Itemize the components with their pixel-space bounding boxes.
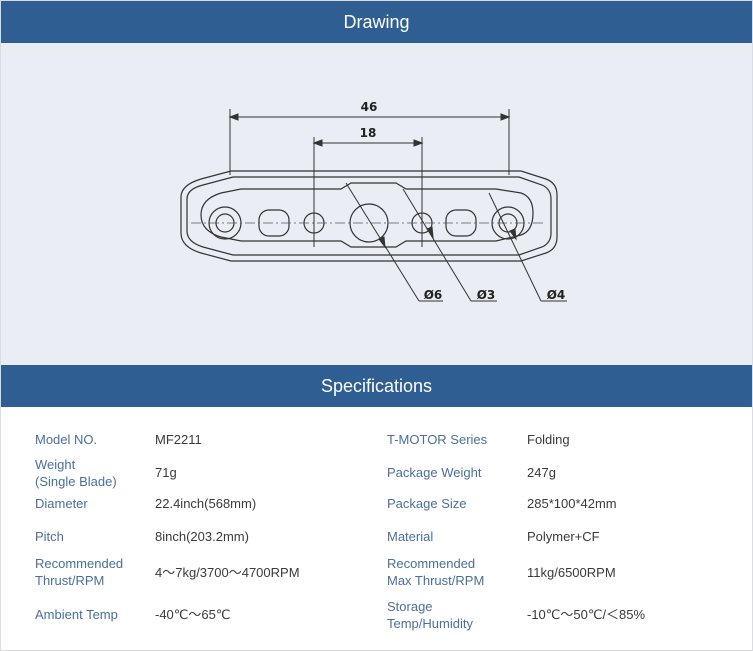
inner-slot-outline (200, 182, 534, 248)
spec-value-pitch: 8inch(203.2mm) (155, 529, 249, 544)
spec-label-ambient-temp: Ambient Temp (35, 607, 118, 622)
spec-value-weight: 71g (155, 465, 177, 480)
spec-value-material: Polymer+CF (527, 529, 600, 544)
spec-label-storage: Storage Temp/Humidity (387, 599, 473, 631)
spec-label-max-thrust: Recommended Max Thrust/RPM (387, 556, 485, 588)
spec-value-ambient-temp: -40℃～65℃ (155, 607, 231, 622)
hole-diameter-3-label: Ø3 (477, 288, 496, 302)
plate-outline-inner (186, 176, 552, 256)
spec-value-recommended-thrust: 4～7kg/3700～4700RPM (155, 565, 300, 580)
specifications-title: Specifications (320, 375, 433, 396)
specifications-header: Specifications (1, 365, 752, 407)
specifications-table: Model NO. MF2211 T-MOTOR Series Folding … (1, 407, 752, 650)
drawing-title: Drawing (343, 11, 410, 32)
spec-label-series: T-MOTOR Series (387, 432, 488, 447)
hub-plate-drawing: 46 18 Ø6 Ø3 Ø4 (180, 100, 567, 302)
plate-outline (180, 170, 558, 262)
spec-label-package-size: Package Size (387, 496, 467, 511)
spec-value-model: MF2211 (155, 432, 202, 447)
spec-value-series: Folding (527, 432, 570, 447)
spec-label-package-weight: Package Weight (387, 465, 482, 480)
spec-label-model: Model NO. (35, 432, 98, 447)
spec-label-diameter: Diameter (35, 496, 88, 511)
hole-diameter-6-label: Ø6 (424, 288, 443, 302)
spec-value-diameter: 22.4inch(568mm) (155, 496, 257, 511)
spec-value-storage: -10℃～50℃/＜85% (527, 607, 646, 622)
spec-value-package-size: 285*100*42mm (527, 496, 617, 511)
hole-diameter-4-label: Ø4 (547, 288, 566, 302)
dimension-46-label: 46 (361, 100, 378, 114)
spec-label-recommended-thrust: Recommended Thrust/RPM (35, 556, 124, 588)
spec-value-max-thrust: 11kg/6500RPM (527, 565, 616, 580)
spec-label-pitch: Pitch (35, 529, 64, 544)
spec-value-package-weight: 247g (527, 465, 556, 480)
dimension-18-label: 18 (360, 126, 377, 140)
technical-drawing-area: 46 18 Ø6 Ø3 Ø4 (1, 43, 752, 365)
spec-label-material: Material (387, 529, 434, 544)
drawing-header: Drawing (1, 1, 752, 43)
spec-label-weight: Weight (Single Blade) (35, 457, 117, 489)
